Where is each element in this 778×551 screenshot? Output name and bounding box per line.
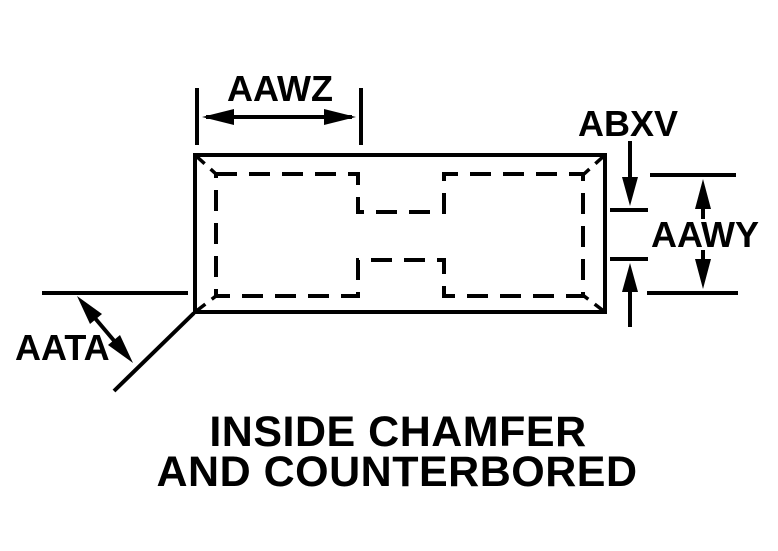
aata-dimension: AATA [15, 291, 196, 393]
part-body-outline [193, 153, 607, 314]
chamfer-edge-top-right [582, 153, 607, 176]
aata-chamfer-construction-line [112, 311, 196, 393]
aata-arrowhead-lower [108, 335, 133, 363]
abxv-label: ABXV [578, 103, 678, 144]
aata-label: AATA [15, 327, 110, 368]
abxv-arrowhead-down [622, 177, 638, 206]
aawy-arrowhead-up [695, 179, 711, 209]
caption-line-1: INSIDE CHAMFER [209, 408, 586, 456]
aawy-dimension: AAWY [647, 173, 759, 295]
chamfer-edge-bottom-right [582, 294, 607, 314]
caption-line-2: AND COUNTERBORED [157, 448, 638, 496]
aata-arrowhead-upper [77, 296, 102, 324]
aawz-label: AAWZ [227, 68, 333, 109]
chamfer-edge-top-left [193, 153, 218, 176]
aawy-arrowhead-down [695, 259, 711, 289]
aata-angle-arrow-shaft [92, 315, 118, 345]
aawz-dimension: AAWZ [195, 68, 363, 145]
abxv-dimension: ABXV [578, 103, 678, 327]
abxv-arrowhead-up [622, 263, 638, 292]
chamfer-edge-bottom-left [193, 294, 218, 314]
aawy-label: AAWY [651, 214, 759, 255]
hidden-bore-profile [214, 172, 585, 298]
aawz-arrowhead-left [202, 109, 234, 125]
aawz-arrowhead-right [324, 109, 356, 125]
